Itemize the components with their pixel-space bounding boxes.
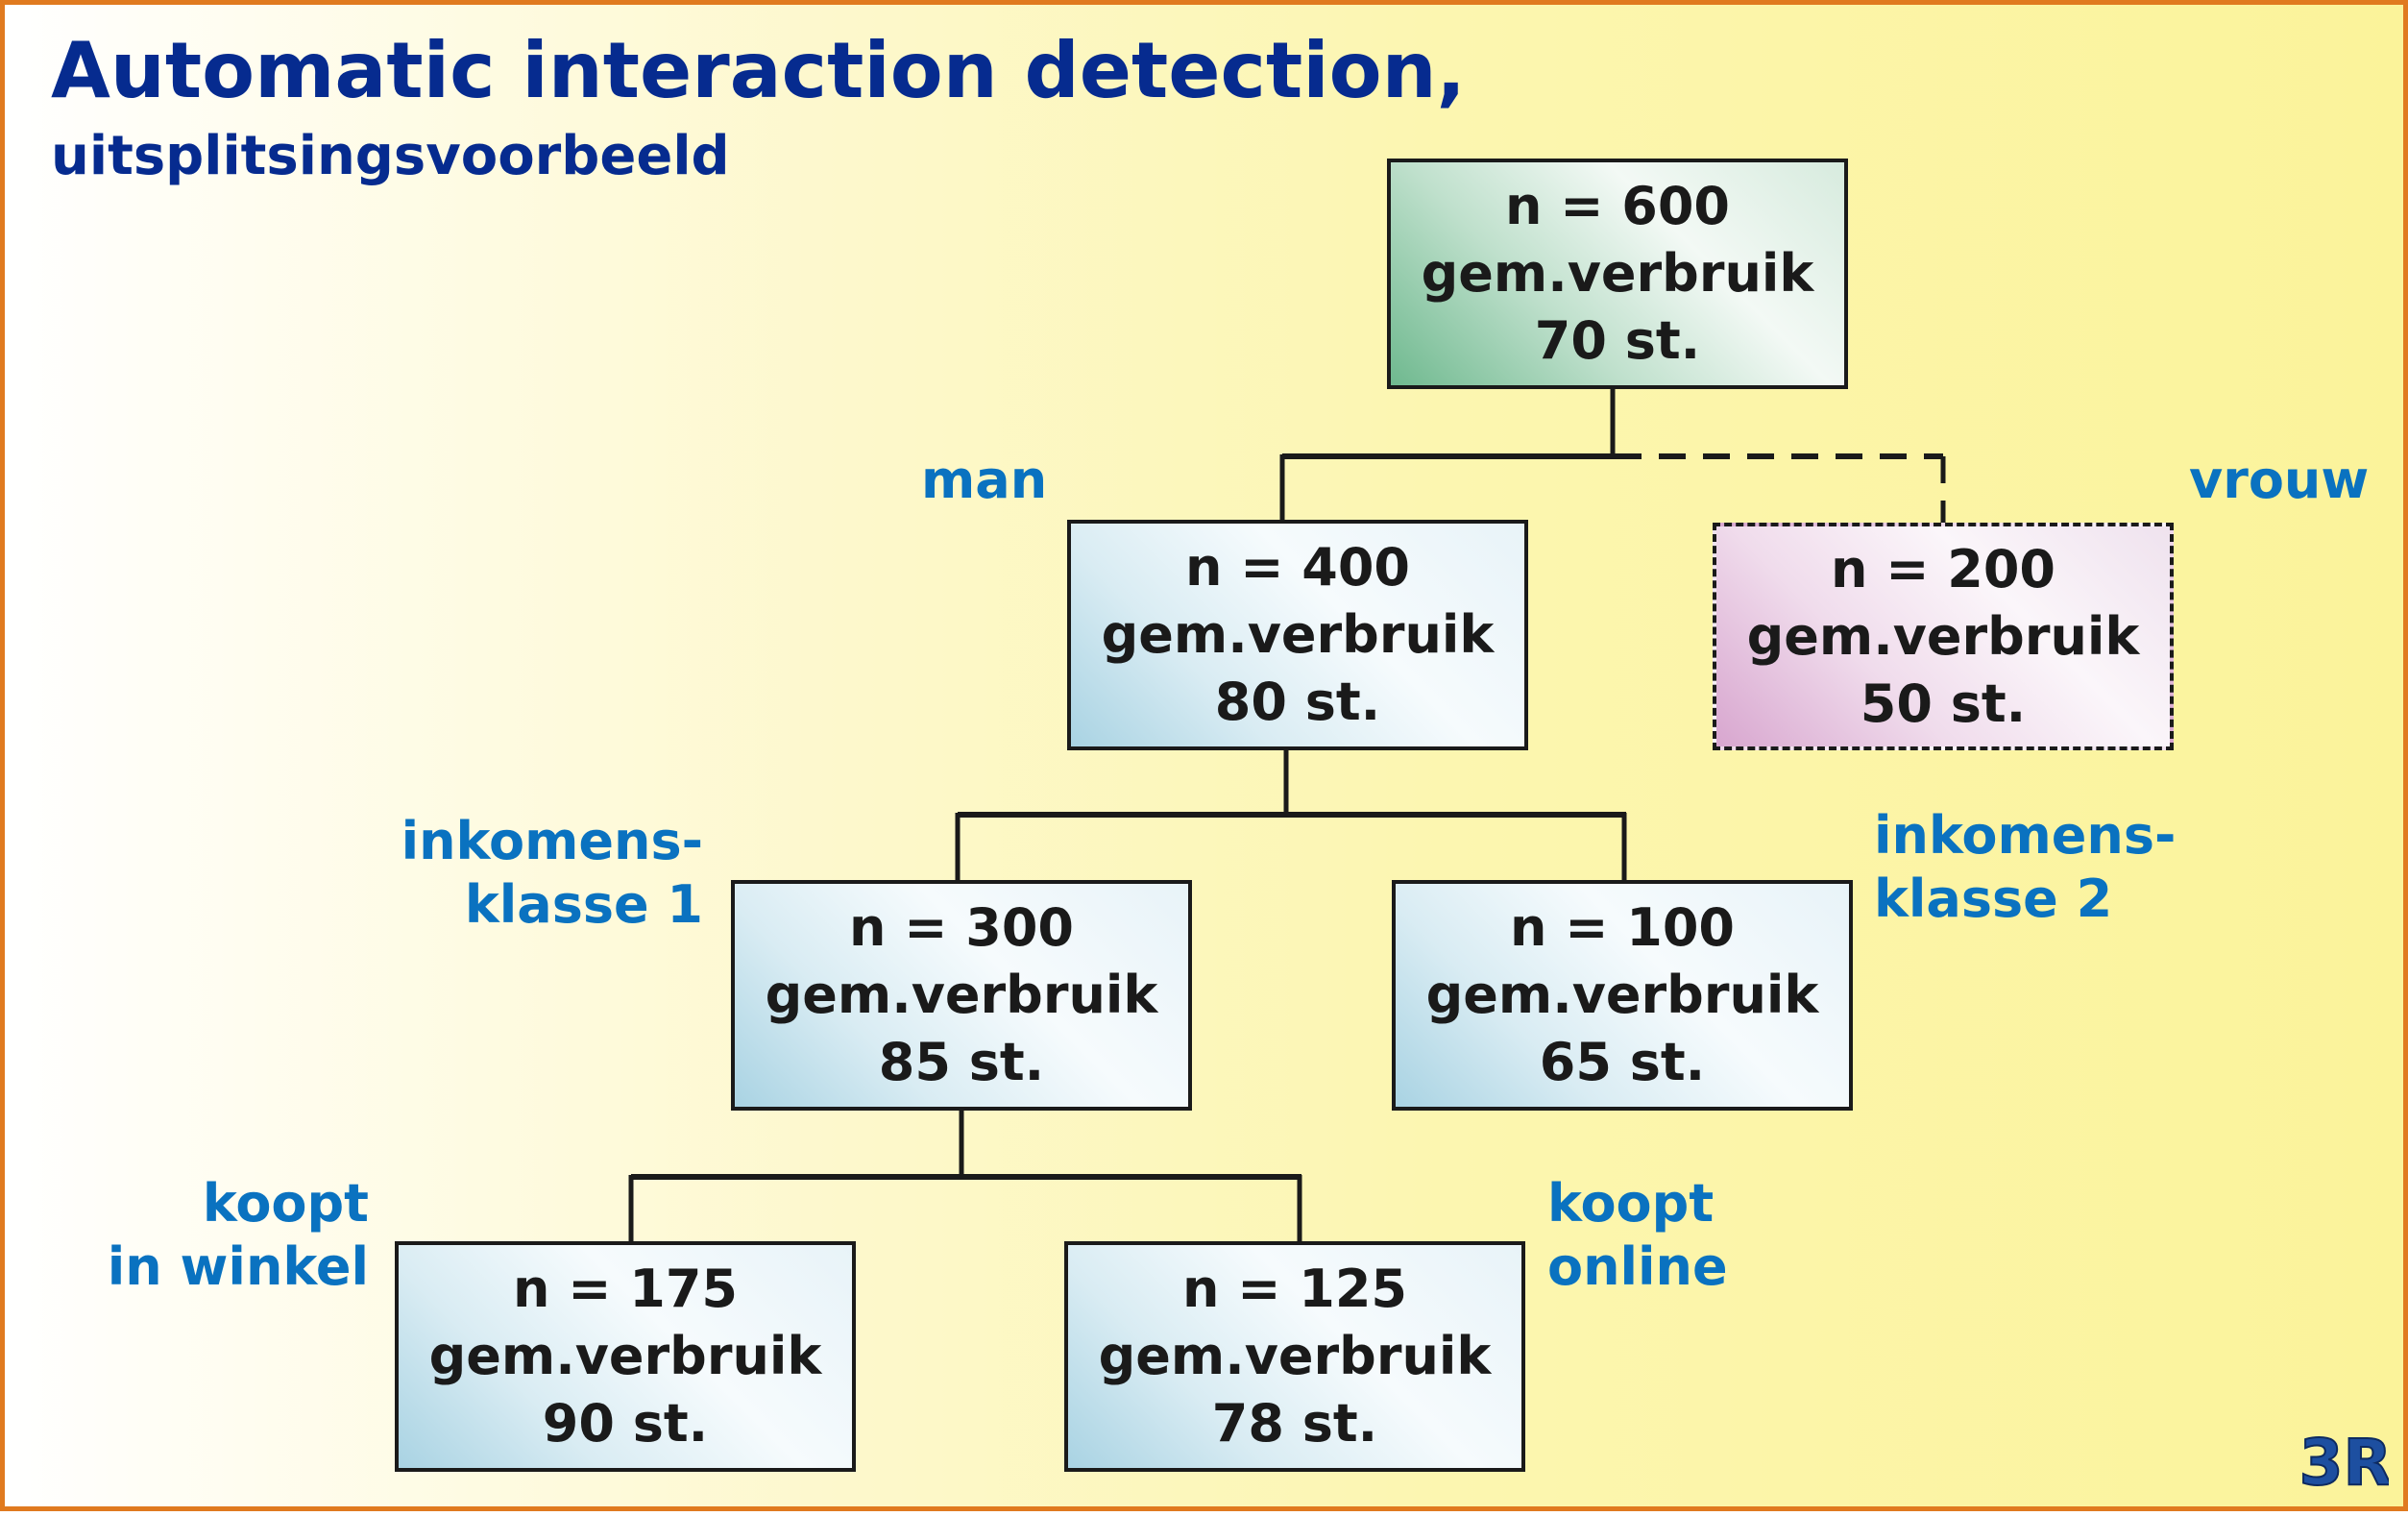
node-winkel-n: n = 175 [512, 1259, 738, 1319]
branch-label-winkel-line2: in winkel [107, 1236, 369, 1297]
node-ink1-label: gem.verbruik [765, 965, 1158, 1025]
slide-title: Automatic interaction detection, [51, 26, 1466, 115]
node-man: n = 400 gem.verbruik 80 st. [1067, 520, 1528, 750]
node-vrouw-label: gem.verbruik [1746, 605, 2140, 667]
node-vrouw-value: 50 st. [1860, 672, 2027, 734]
node-vrouw: n = 200 gem.verbruik 50 st. [1713, 523, 2174, 750]
branch-label-online-line1: koopt [1547, 1173, 1715, 1234]
node-ink1-value: 85 st. [878, 1032, 1045, 1092]
node-ink2-label: gem.verbruik [1425, 965, 1819, 1025]
node-vrouw-n: n = 200 [1830, 538, 2055, 599]
3r-logo-icon: 3R [2302, 1427, 2389, 1494]
node-root-label: gem.verbruik [1421, 243, 1814, 304]
node-man-value: 80 st. [1214, 672, 1381, 732]
node-man-label: gem.verbruik [1101, 604, 1495, 665]
node-online-n: n = 125 [1181, 1259, 1407, 1319]
branch-label-koopt-online: koopt online [1547, 1172, 1728, 1299]
branch-label-winkel-line1: koopt [202, 1173, 369, 1234]
node-winkel-label: gem.verbruik [428, 1326, 822, 1386]
node-online-label: gem.verbruik [1098, 1326, 1492, 1386]
node-inkomensklasse-1: n = 300 gem.verbruik 85 st. [731, 880, 1192, 1111]
node-koopt-in-winkel: n = 175 gem.verbruik 90 st. [395, 1241, 856, 1472]
branch-label-koopt-in-winkel: koopt in winkel [108, 1172, 369, 1299]
branch-label-online-line2: online [1547, 1236, 1728, 1297]
node-online-value: 78 st. [1211, 1393, 1378, 1454]
branch-label-man: man [921, 450, 1048, 510]
tree-connectors [628, 389, 1946, 1241]
branch-label-inkomensklasse-2: inkomens- klasse 2 [1874, 804, 2176, 931]
node-winkel-value: 90 st. [542, 1393, 709, 1454]
branch-label-inkomensklasse-1: inkomens- klasse 1 [401, 810, 703, 937]
branch-label-ink1-line1: inkomens- [401, 811, 703, 871]
node-root: n = 600 gem.verbruik 70 st. [1387, 159, 1848, 389]
node-ink2-n: n = 100 [1509, 897, 1735, 958]
node-ink1-n: n = 300 [848, 897, 1074, 958]
node-koopt-online: n = 125 gem.verbruik 78 st. [1064, 1241, 1525, 1472]
node-ink2-value: 65 st. [1539, 1032, 1706, 1092]
branch-label-ink2-line1: inkomens- [1874, 805, 2177, 866]
node-inkomensklasse-2: n = 100 gem.verbruik 65 st. [1392, 880, 1853, 1111]
node-root-value: 70 st. [1534, 310, 1701, 371]
slide-subtitle: uitsplitsingsvoorbeeld [51, 125, 730, 187]
branch-label-vrouw: vrouw [2189, 450, 2370, 510]
branch-label-ink1-line2: klasse 1 [464, 874, 703, 935]
branch-label-ink2-line2: klasse 2 [1874, 868, 2113, 929]
node-root-n: n = 600 [1504, 176, 1730, 236]
node-man-n: n = 400 [1184, 537, 1410, 598]
logo-text: 3R [2302, 1427, 2389, 1494]
